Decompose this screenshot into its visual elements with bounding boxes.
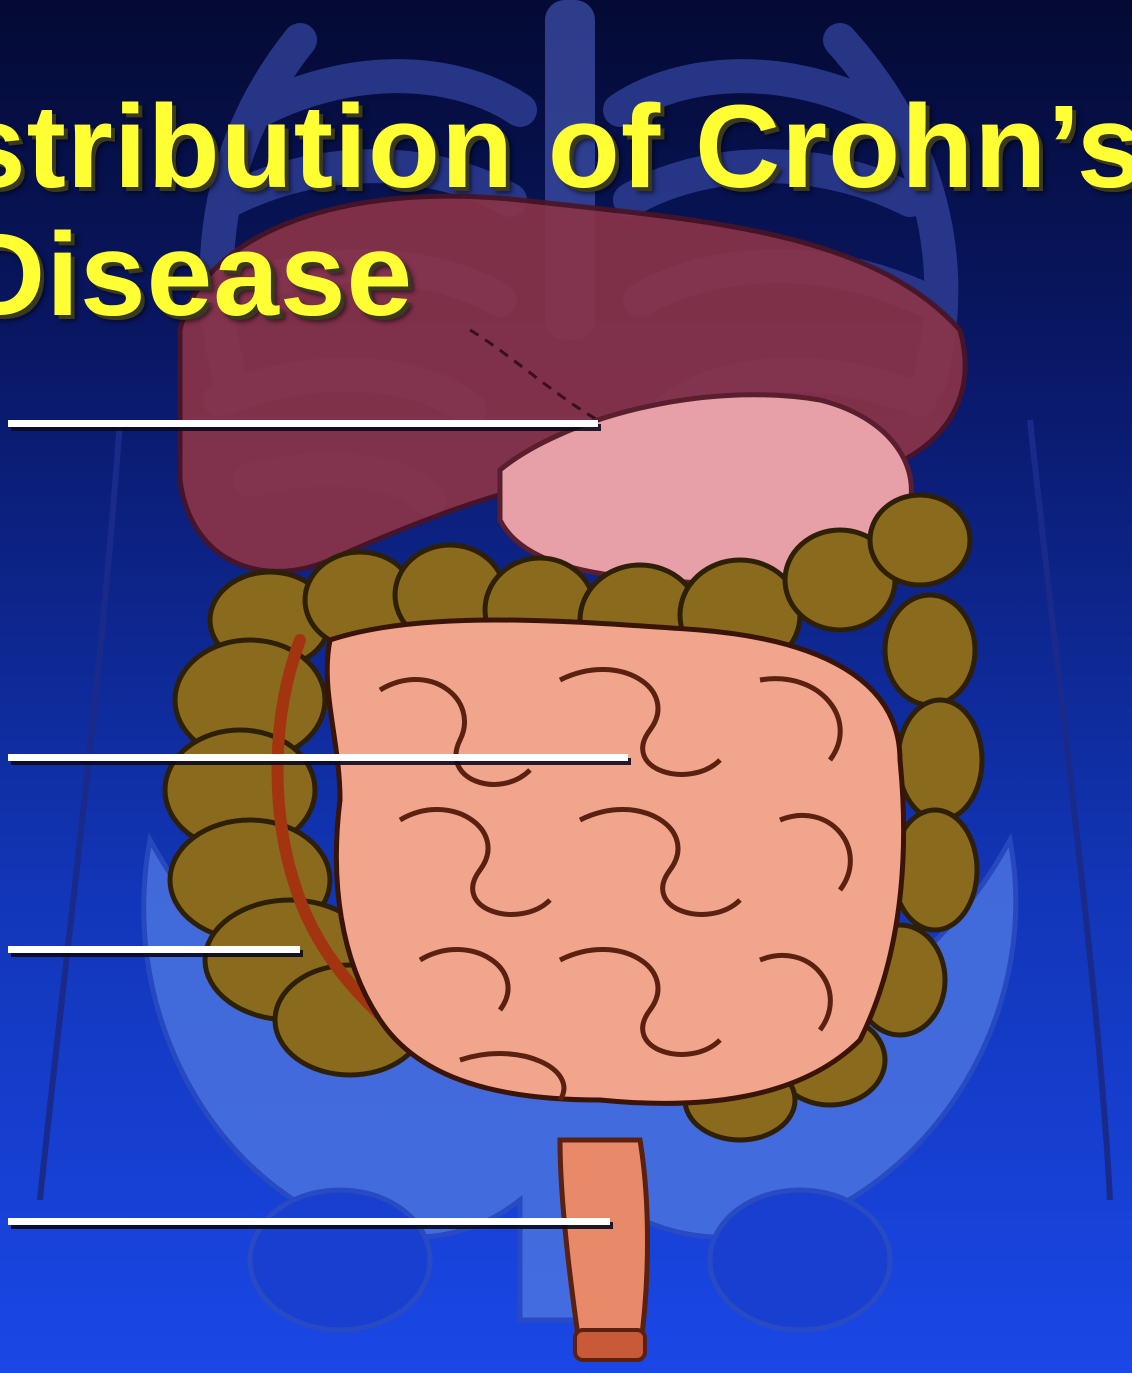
label-line-upper [8,420,598,427]
slide-title-line-2: Disease [0,216,413,334]
label-line-bottom [8,1218,610,1225]
label-line-middle [8,754,628,761]
small-intestine [327,620,903,1103]
rectum [560,1140,648,1360]
slide-title-line-1: stribution of Crohn’s [0,88,1132,206]
label-line-right-lower [8,946,300,953]
